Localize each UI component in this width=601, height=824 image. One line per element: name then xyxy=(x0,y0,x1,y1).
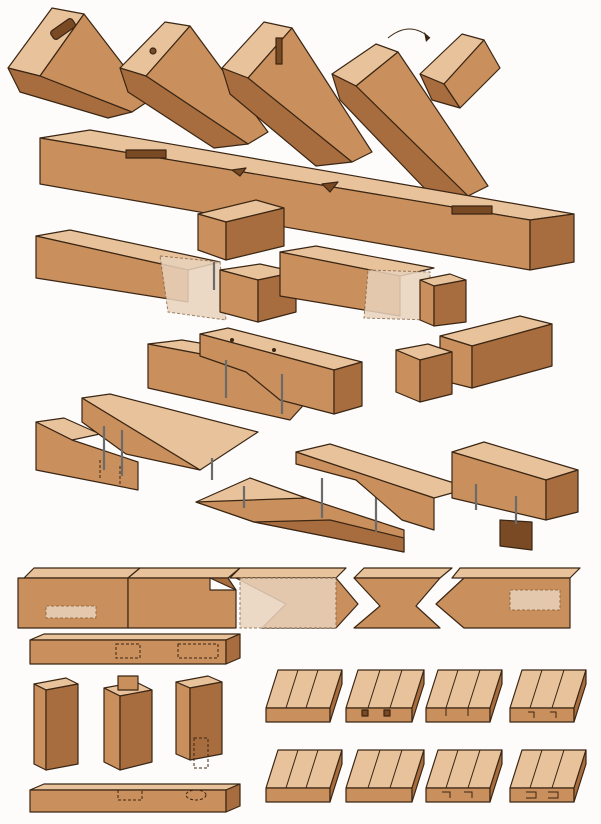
rafter-joint-3 xyxy=(221,21,373,167)
post-left xyxy=(33,677,79,771)
plank-joint-7 xyxy=(425,749,503,803)
rafter-tenon-detail xyxy=(387,28,501,109)
beam-end-block xyxy=(197,199,285,261)
beam-end-joint-left xyxy=(35,229,297,323)
splice-joint-2 xyxy=(127,567,241,629)
splice-joint-3 xyxy=(229,567,359,629)
splice-joint-1 xyxy=(17,567,141,629)
plank-joint-1 xyxy=(265,669,343,723)
post-middle xyxy=(103,675,153,771)
splice-joint-4 xyxy=(353,567,453,629)
scarf-joint-lower-middle xyxy=(195,477,405,553)
plank-joint-5 xyxy=(265,749,343,803)
plank-joint-2 xyxy=(345,669,425,723)
scarf-joint-lower-right xyxy=(295,441,579,551)
top-plate xyxy=(29,633,241,665)
post-right xyxy=(175,675,223,769)
rafter-joint-1 xyxy=(7,7,151,119)
beam-end-joint-right xyxy=(279,245,467,327)
plank-joint-4 xyxy=(509,669,587,723)
scarf-joint-lower-left xyxy=(35,393,259,491)
mortise-block xyxy=(395,315,553,403)
plank-joint-6 xyxy=(345,749,425,803)
scarf-joint-upper xyxy=(147,327,363,421)
tie-beam xyxy=(39,129,575,271)
splice-joint-5 xyxy=(435,567,581,629)
plank-joint-3 xyxy=(425,669,503,723)
rafter-joint-2 xyxy=(119,21,269,149)
sill-plate xyxy=(29,783,241,813)
plank-joint-8 xyxy=(509,749,587,803)
